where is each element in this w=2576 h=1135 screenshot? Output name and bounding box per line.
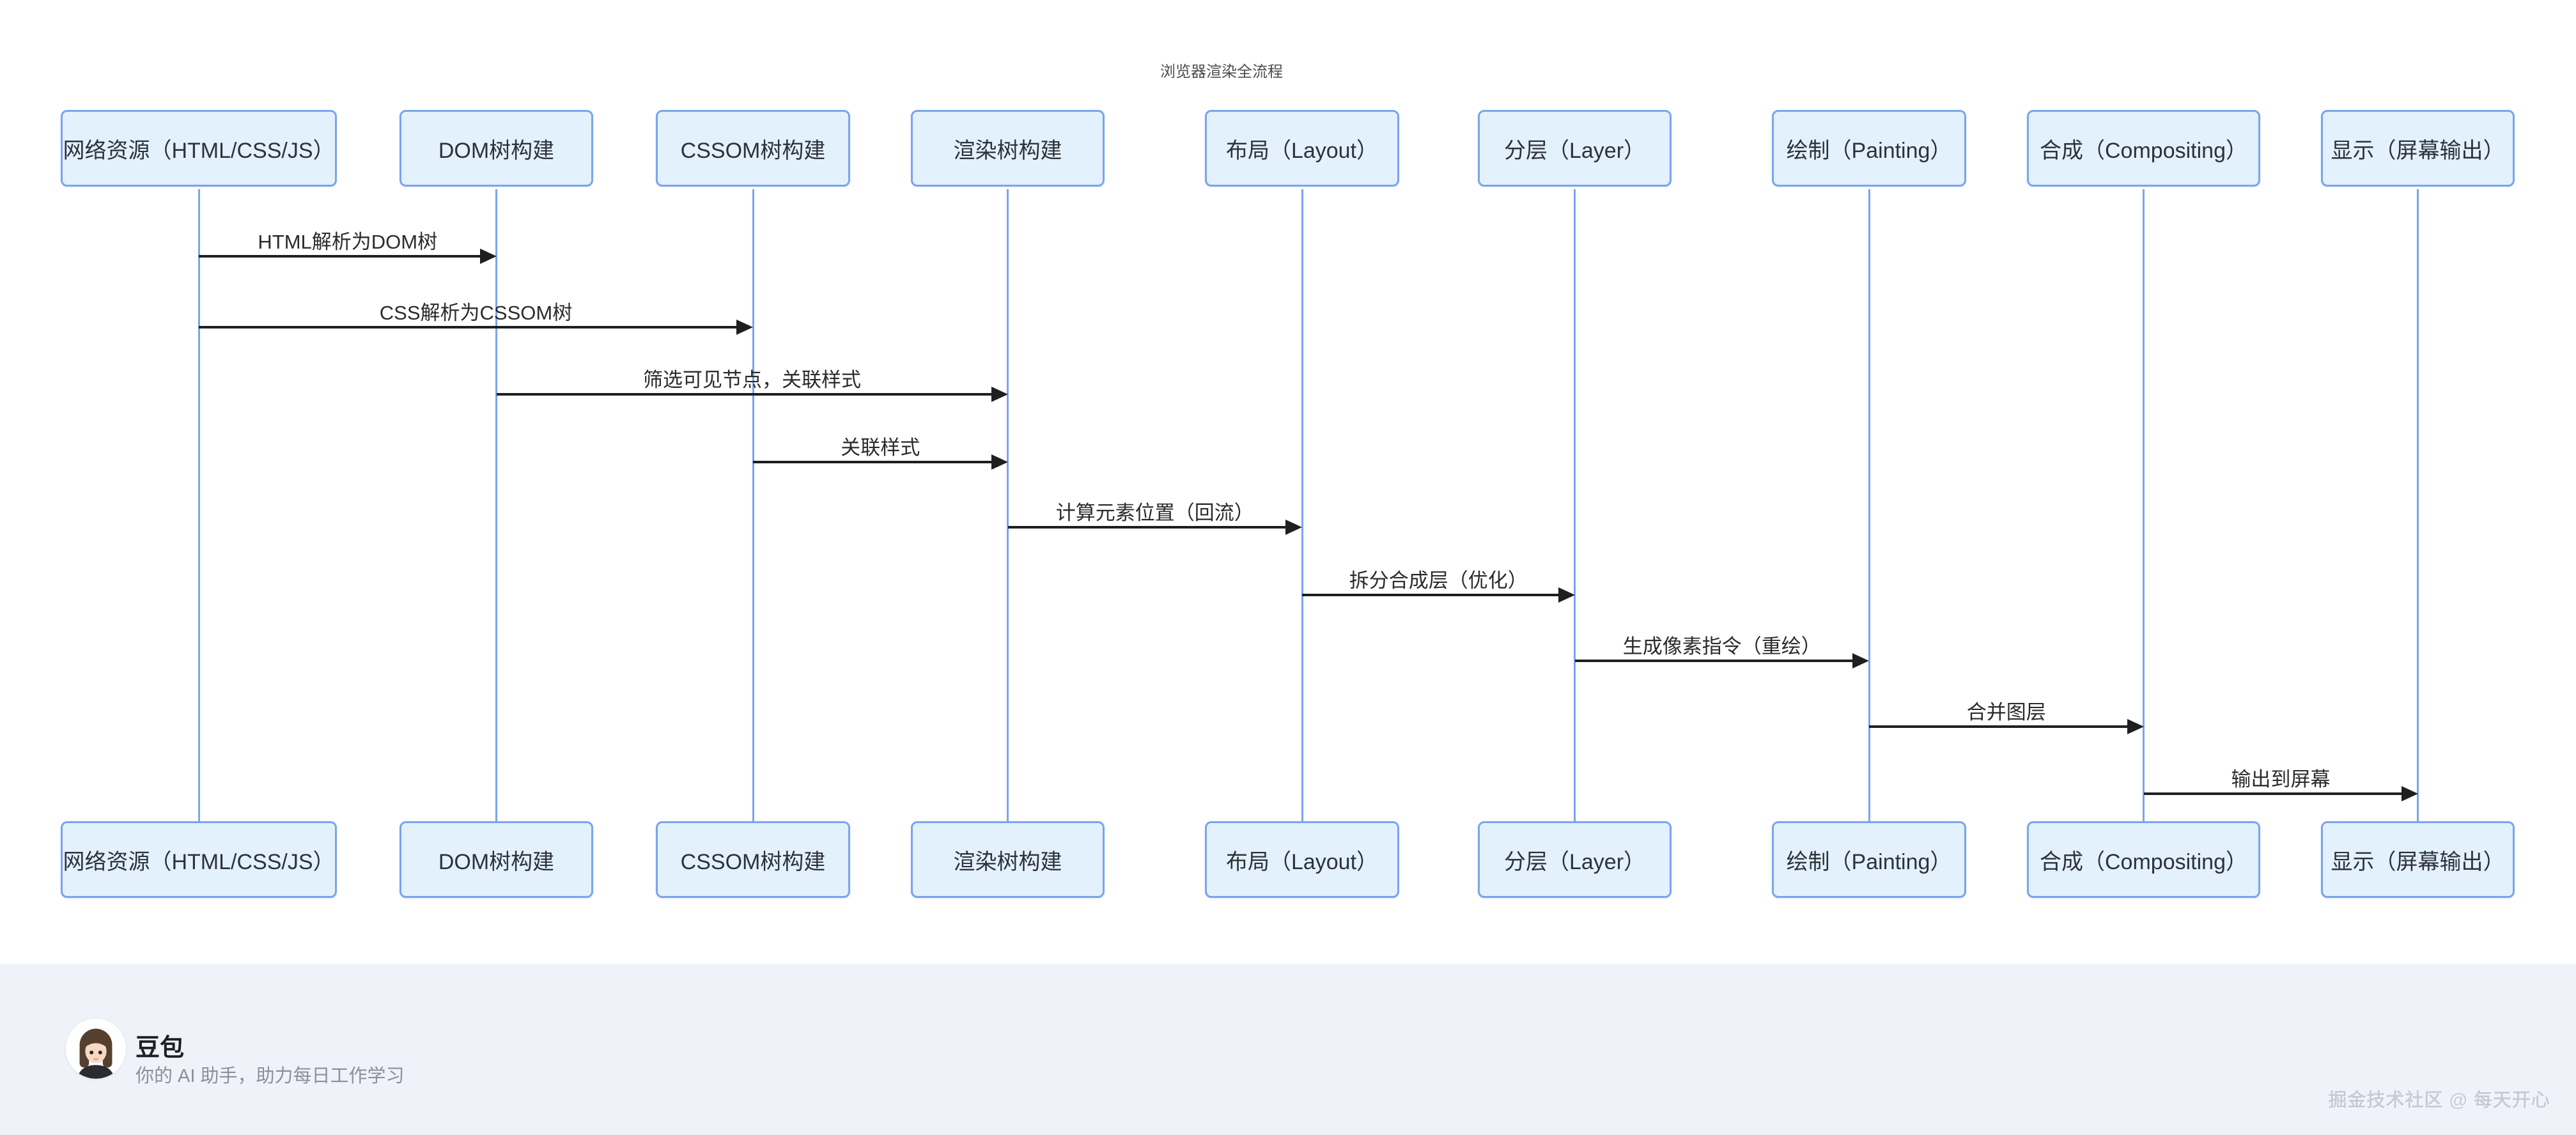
- lifeline: [2417, 189, 2419, 822]
- lifeline: [1301, 189, 1303, 822]
- actor-bottom-box: 布局（Layout）: [1205, 821, 1399, 898]
- arrowhead-icon: [1558, 587, 1575, 603]
- actor-top-box: DOM树构建: [400, 110, 593, 187]
- actor-top-box: 网络资源（HTML/CSS/JS）: [61, 110, 337, 187]
- message-label: 计算元素位置（回流）: [1055, 502, 1254, 524]
- browser-render-sequence-diagram: 浏览器渲染全流程 网络资源（HTML/CSS/JS） 网络资源（HTML/CSS/…: [61, 63, 2515, 898]
- actor-top-box: CSSOM树构建: [656, 110, 850, 187]
- actor-top-box: 合成（Compositing）: [2027, 110, 2260, 187]
- message-label: 关联样式: [841, 436, 920, 459]
- arrowhead-icon: [2127, 719, 2144, 734]
- actor-bottom-box: 网络资源（HTML/CSS/JS）: [61, 821, 337, 898]
- arrowhead-icon: [991, 454, 1008, 470]
- lifeline: [1007, 189, 1009, 822]
- actor-bottom-box: 显示（屏幕输出）: [2321, 821, 2515, 898]
- actor-bottom-box: 绘制（Painting）: [1772, 821, 1966, 898]
- message-arrow-line: [199, 326, 738, 328]
- footer-bar: 豆包 你的 AI 助手，助力每日工作学习 掘金技术社区 @ 每天开心: [0, 964, 2576, 1135]
- assistant-name: 豆包: [136, 1035, 185, 1062]
- message-arrow-line: [496, 393, 993, 396]
- assistant-tagline: 你的 AI 助手，助力每日工作学习: [136, 1066, 405, 1086]
- lifeline: [198, 189, 200, 822]
- lifeline: [752, 189, 754, 822]
- message-arrow-line: [1007, 526, 1287, 529]
- actor-bottom-box: CSSOM树构建: [656, 821, 850, 898]
- message-label: 筛选可见节点，关联样式: [643, 369, 861, 391]
- actor-top-box: 显示（屏幕输出）: [2321, 110, 2515, 187]
- message-label: 输出到屏幕: [2231, 768, 2331, 791]
- actor-top-box: 布局（Layout）: [1205, 110, 1399, 187]
- assistant-avatar: [66, 1019, 126, 1079]
- actor-top-box: 渲染树构建: [911, 110, 1105, 187]
- message-label: HTML解析为DOM树: [258, 231, 438, 253]
- message-arrow-line: [199, 255, 481, 258]
- lifeline: [2143, 189, 2145, 822]
- lifeline: [1868, 189, 1870, 822]
- message-label: 合并图层: [1966, 701, 2046, 723]
- actor-top-box: 绘制（Painting）: [1772, 110, 1966, 187]
- message-arrow-line: [1869, 725, 2129, 728]
- watermark-text: 掘金技术社区 @ 每天开心: [2328, 1090, 2550, 1111]
- diagram-title: 浏览器渲染全流程: [1160, 63, 1283, 81]
- arrowhead-icon: [2401, 786, 2418, 801]
- arrowhead-icon: [1852, 653, 1869, 668]
- message-arrow-line: [2143, 792, 2403, 795]
- actor-bottom-box: 分层（Layer）: [1478, 821, 1672, 898]
- message-label: 生成像素指令（重绘）: [1622, 635, 1821, 658]
- arrowhead-icon: [736, 320, 753, 335]
- actor-top-box: 分层（Layer）: [1478, 110, 1672, 187]
- actor-bottom-box: DOM树构建: [400, 821, 593, 898]
- message-label: 拆分合成层（优化）: [1349, 569, 1528, 592]
- message-label: CSS解析为CSSOM树: [379, 302, 573, 324]
- arrowhead-icon: [1285, 520, 1302, 535]
- lifeline: [495, 189, 497, 822]
- actor-bottom-box: 渲染树构建: [911, 821, 1105, 898]
- arrowhead-icon: [991, 387, 1008, 402]
- lifeline: [1574, 189, 1576, 822]
- message-arrow-line: [1302, 594, 1560, 596]
- message-arrow-line: [753, 461, 993, 463]
- message-arrow-line: [1574, 660, 1854, 662]
- arrowhead-icon: [479, 249, 497, 264]
- actor-bottom-box: 合成（Compositing）: [2027, 821, 2260, 898]
